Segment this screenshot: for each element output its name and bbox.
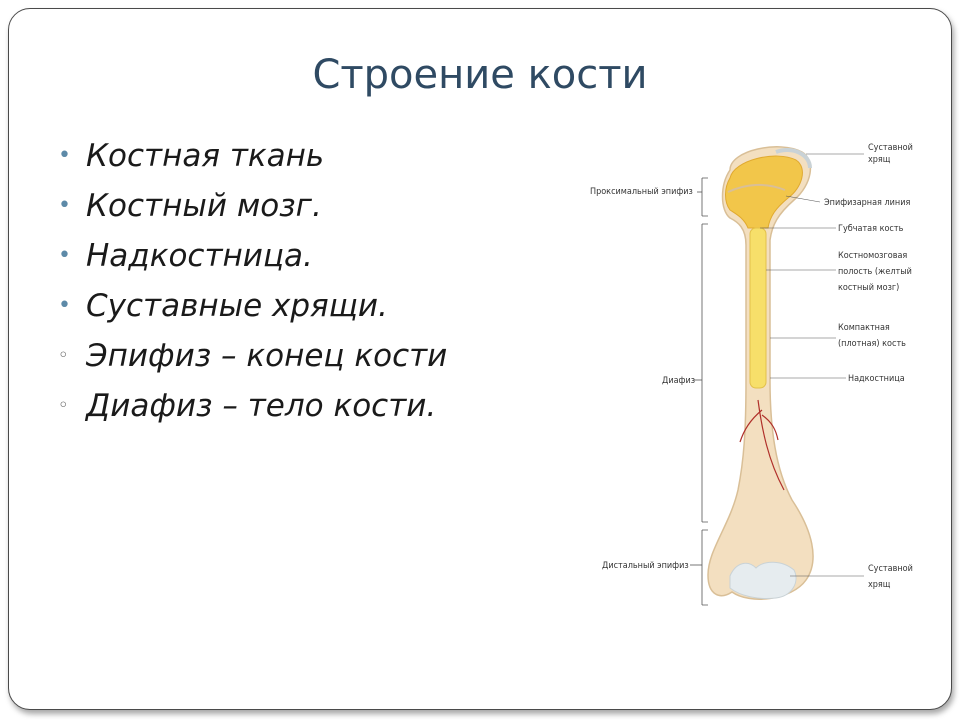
- label-distal-epiphysis: Дистальный эпифиз: [602, 561, 689, 571]
- label-diaphysis: Диафиз: [662, 376, 695, 386]
- label-periosteum: Надкостница: [848, 374, 905, 384]
- label-spongy-bone: Губчатая кость: [838, 223, 904, 234]
- bullet-text: Костная ткань: [86, 135, 324, 177]
- label-compact-bone: (плотная) кость: [838, 339, 906, 349]
- label-epiphyseal-line: Эпифизарная линия: [824, 198, 910, 208]
- bullet-dot-icon: •: [58, 135, 71, 177]
- bullet-dot-icon: •: [58, 285, 71, 327]
- label-cartilage-top: хрящ: [868, 155, 891, 165]
- bullet-text: Эпифиз – конец кости: [86, 335, 447, 377]
- bullet-ring-icon: ◦: [58, 335, 69, 377]
- label-cartilage-top: Суставной: [868, 143, 913, 153]
- bullet-text: Суставные хрящи.: [86, 285, 388, 327]
- bullet-text: Диафиз – тело кости.: [86, 385, 436, 427]
- label-proximal-epiphysis: Проксимальный эпифиз: [590, 187, 693, 197]
- cartilage-bottom: [730, 562, 796, 598]
- label-cartilage-bottom: Суставной: [868, 564, 913, 574]
- bullet-text: Надкостница.: [86, 235, 313, 277]
- bracket-proximal: [702, 178, 708, 216]
- slide-title: Строение кости: [0, 52, 960, 98]
- label-cartilage-bottom: хрящ: [868, 580, 891, 590]
- label-marrow-cavity: полость (желтый: [838, 267, 912, 277]
- bullet-text: Костный мозг.: [86, 185, 322, 227]
- label-marrow-cavity: костный мозг): [838, 283, 899, 293]
- bullet-dot-icon: •: [58, 185, 71, 227]
- bullet-dot-icon: •: [58, 235, 71, 277]
- marrow-cavity: [750, 228, 766, 388]
- label-marrow-cavity: Костномозговая: [838, 251, 907, 261]
- bullet-ring-icon: ◦: [58, 385, 69, 427]
- label-compact-bone: Компактная: [838, 323, 890, 333]
- bracket-diaphysis: [702, 224, 708, 522]
- bracket-distal: [702, 530, 708, 605]
- bone-diagram: Проксимальный эпифиз Диафиз Дистальный э…: [580, 130, 920, 620]
